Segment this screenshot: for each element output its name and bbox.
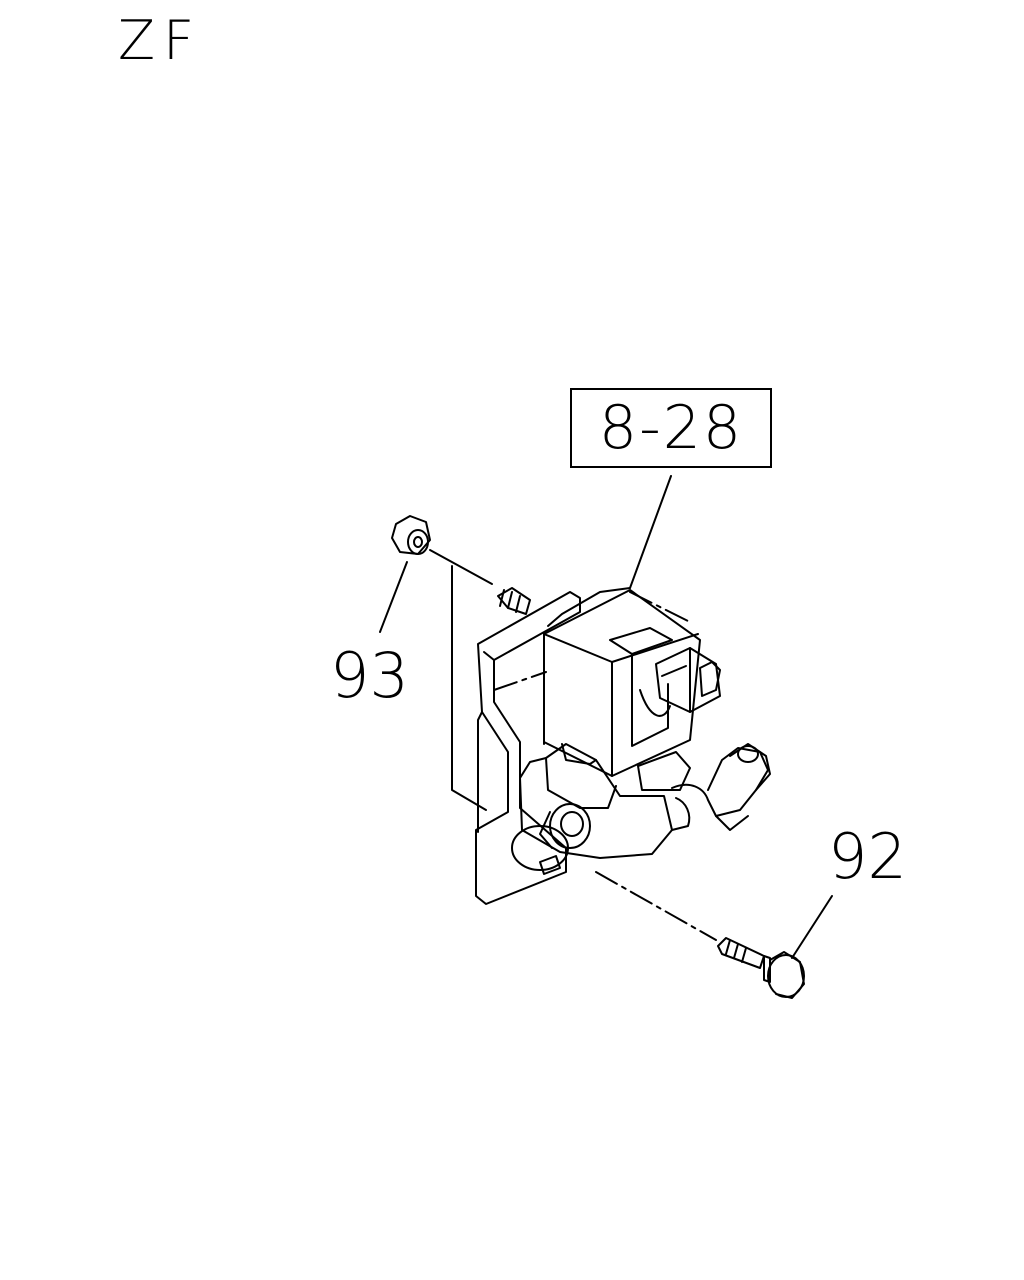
bracket-tab (539, 855, 561, 875)
reference-box[interactable]: 8-28 (570, 388, 772, 468)
electrical-connector[interactable] (655, 647, 721, 713)
page-label: ZF (118, 9, 203, 72)
callout-93-leader (379, 561, 408, 633)
reference-leader-line (629, 475, 672, 589)
flange-bolt-part[interactable] (717, 937, 805, 999)
callout-93[interactable]: 93 (330, 639, 409, 712)
stud-part (497, 587, 531, 615)
callout-92-leader (791, 895, 833, 959)
valve-lower-housing[interactable] (511, 743, 691, 871)
hose-fitting[interactable] (671, 743, 771, 831)
flange-nut-part[interactable] (391, 515, 431, 555)
bolt-centerline (595, 871, 717, 941)
inlet-port (539, 803, 591, 849)
solenoid-valve-body[interactable] (543, 587, 701, 777)
callout-92[interactable]: 92 (828, 820, 907, 893)
nut-guide-line (429, 549, 493, 585)
